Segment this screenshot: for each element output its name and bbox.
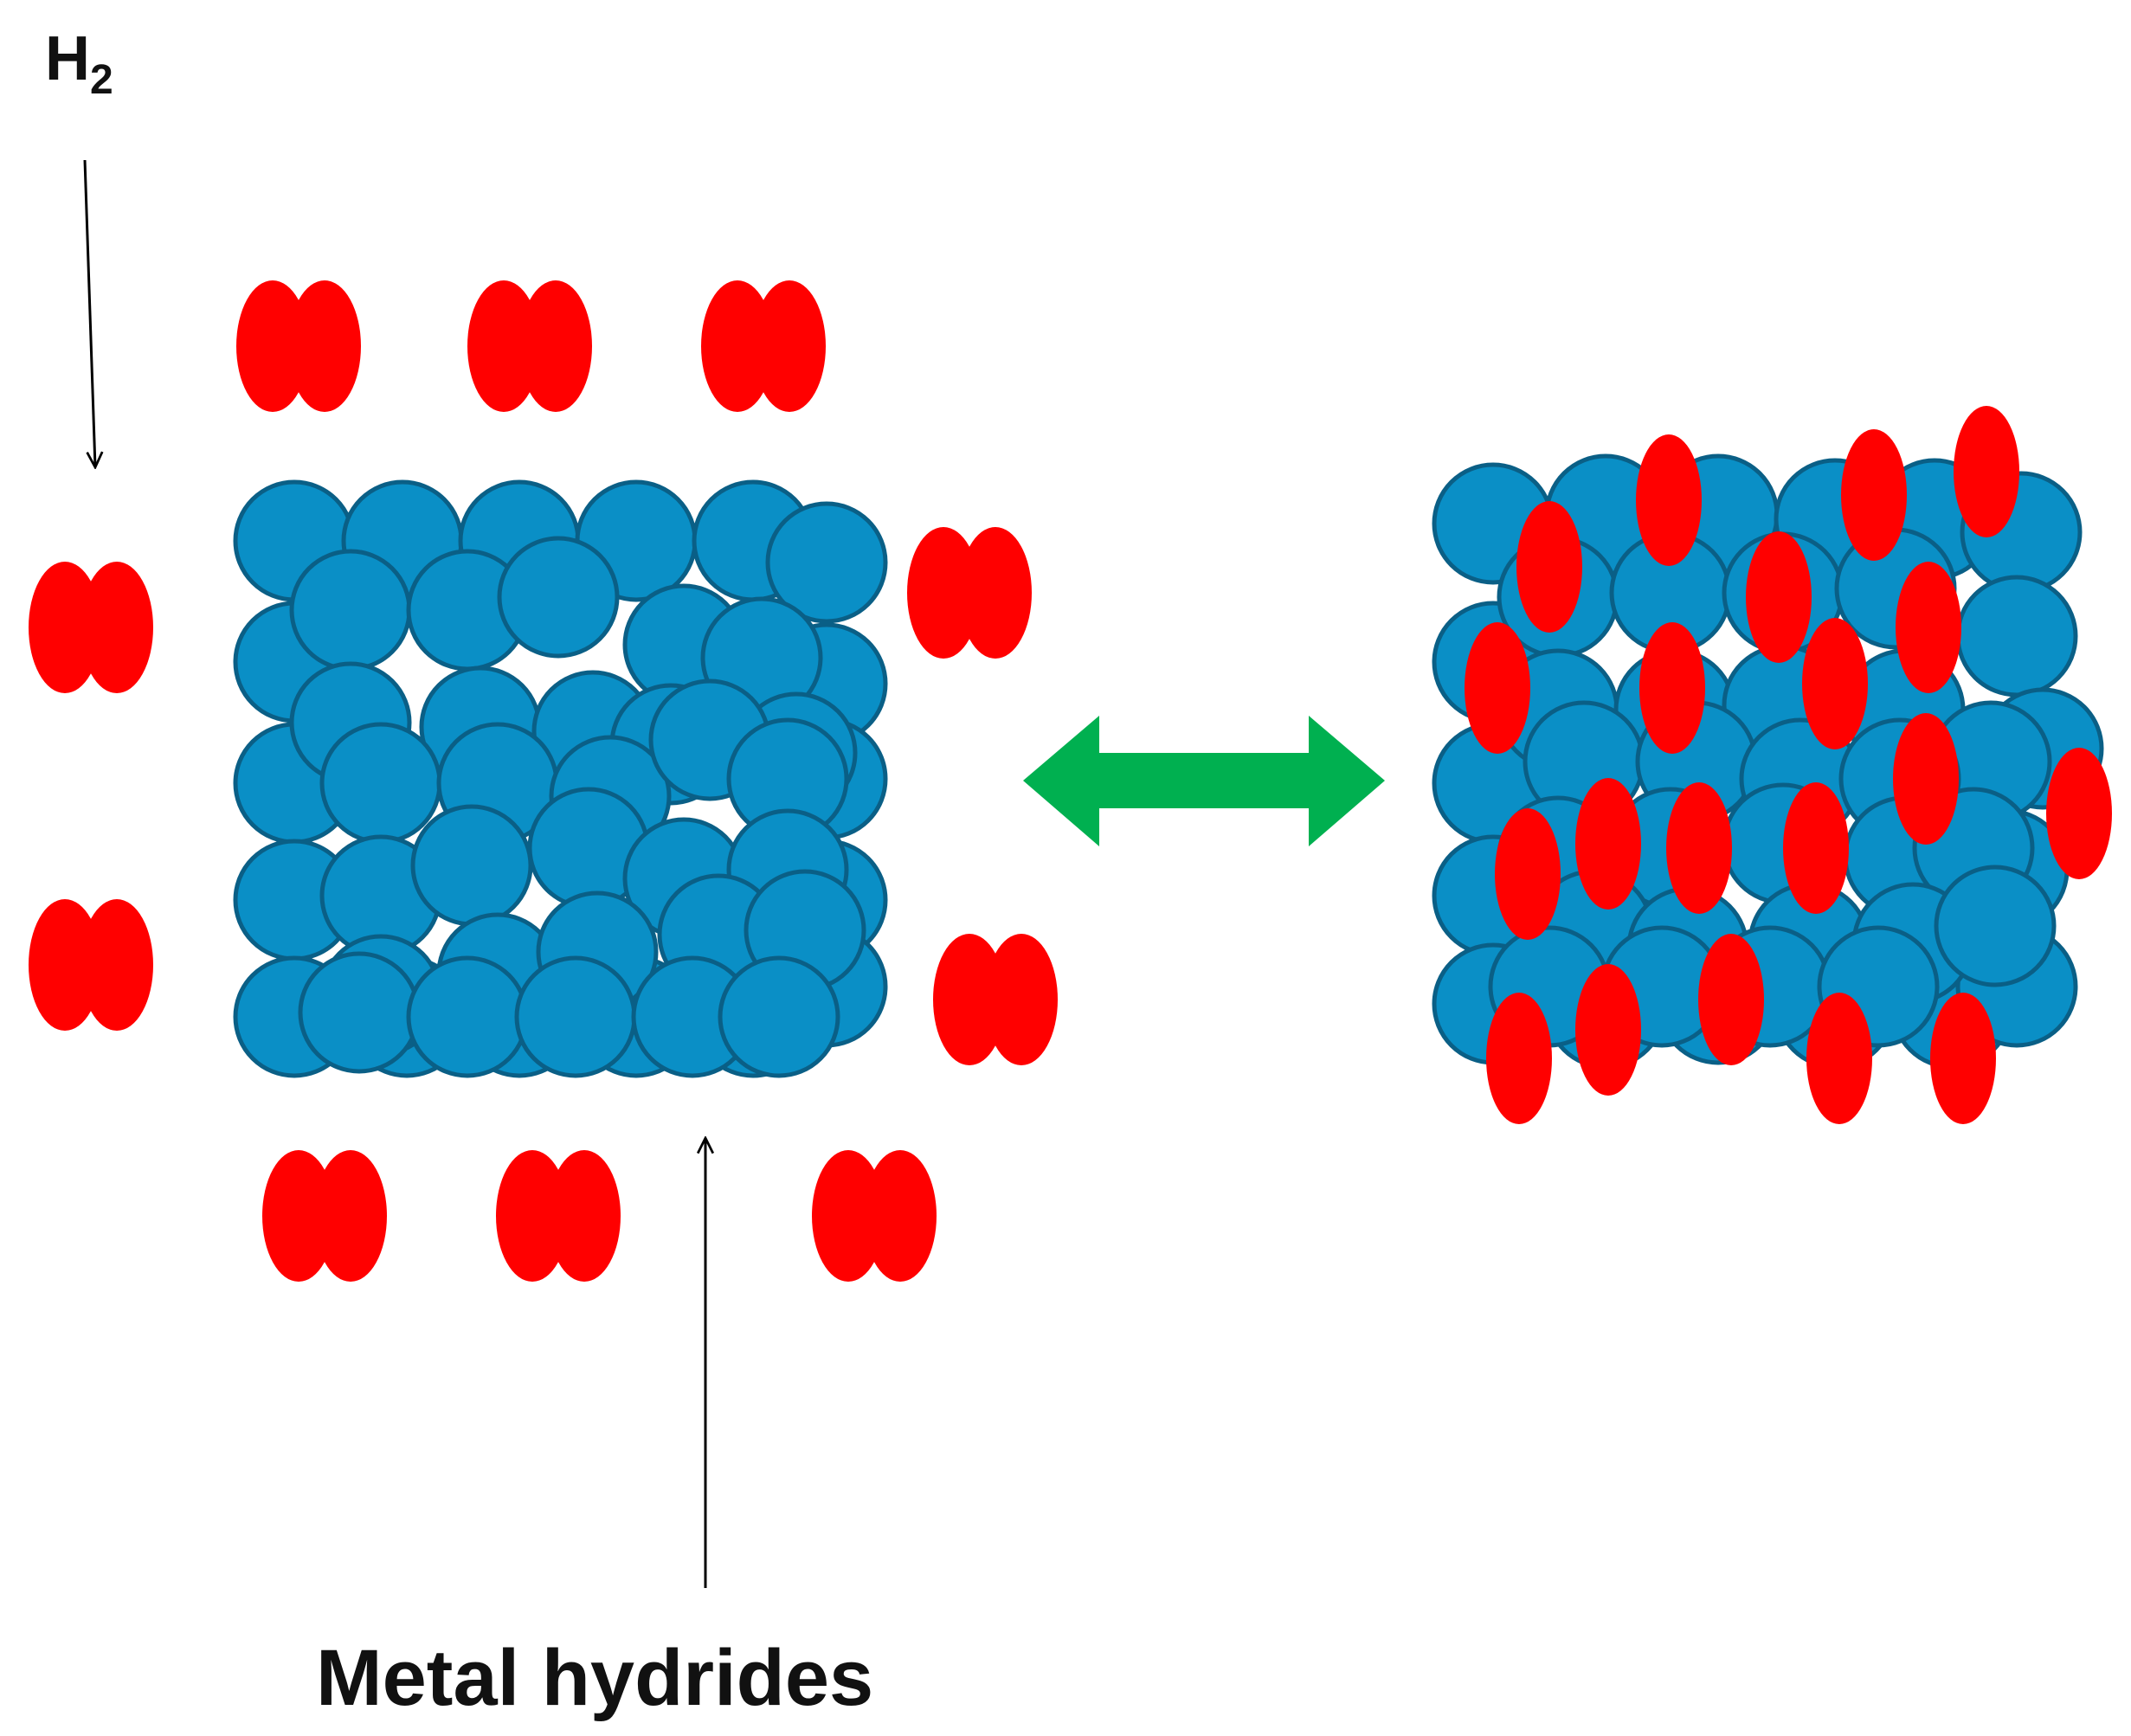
hydrogen-atom xyxy=(1666,782,1732,914)
absorbed-hydrogen-atoms-group xyxy=(1465,406,2112,1124)
h2-molecule-atom xyxy=(288,280,361,412)
h2-molecule-atom xyxy=(959,527,1032,659)
metal-lattice-left xyxy=(233,479,888,1078)
h2-molecule-atom xyxy=(262,1150,335,1282)
h2-molecule-atom xyxy=(864,1150,937,1282)
metal-atom xyxy=(514,955,637,1078)
hydrogen-atom xyxy=(1516,501,1582,633)
metal-atom xyxy=(289,549,412,672)
h2-molecule-atom xyxy=(467,280,540,412)
hydrogen-atom xyxy=(1575,964,1641,1096)
h2-label-main: H xyxy=(45,24,90,93)
hydrogen-atom xyxy=(1954,406,2019,537)
metal-atom xyxy=(765,501,888,624)
h2-label-subscript: 2 xyxy=(90,57,113,103)
metal-atom xyxy=(319,722,442,845)
h2-molecule-atom xyxy=(236,280,309,412)
hydrogen-atom xyxy=(1495,808,1561,940)
metal-hydrides-label: Metal hydrides xyxy=(316,1634,873,1722)
h2-molecule-atom xyxy=(80,562,153,693)
h2-molecule-atom xyxy=(29,899,101,1031)
hydrogen-atom xyxy=(1465,622,1530,754)
hydrogen-atom xyxy=(1896,562,1961,693)
hydrogen-atom xyxy=(1783,782,1849,914)
h2-molecule-atom xyxy=(985,934,1058,1065)
reversible-double-arrow xyxy=(1023,716,1385,846)
h2-molecule-atom xyxy=(812,1150,885,1282)
hydrogen-atom xyxy=(1893,713,1959,845)
h2-label: H2 xyxy=(45,24,113,103)
hydrogen-atom xyxy=(1698,934,1764,1065)
h2-molecule-atom xyxy=(701,280,774,412)
metal-atom xyxy=(298,951,421,1074)
hydrogen-atom xyxy=(1639,622,1705,754)
hydrogen-molecules-group xyxy=(29,280,1058,1282)
h2-molecule-atom xyxy=(933,934,1006,1065)
hydrogen-atom xyxy=(2046,748,2112,879)
h2-molecule-atom xyxy=(548,1150,621,1282)
hydrogen-atom xyxy=(1575,778,1641,910)
hydrogen-atom xyxy=(1486,993,1552,1124)
metal-atom xyxy=(410,804,533,927)
h2-molecule-atom xyxy=(496,1150,569,1282)
h2-molecule-atom xyxy=(80,899,153,1031)
metal-atom xyxy=(718,955,840,1078)
h2-molecule-atom xyxy=(907,527,980,659)
metal-atom xyxy=(1955,575,2078,698)
hydrogen-atom xyxy=(1930,993,1996,1124)
hydrogen-atom xyxy=(1806,993,1872,1124)
hydrogen-atom xyxy=(1636,434,1702,566)
metal-atom xyxy=(497,536,620,659)
h2-molecule-atom xyxy=(519,280,592,412)
metal-atom xyxy=(406,955,529,1078)
h2-molecule-atom xyxy=(753,280,826,412)
h2-pointer-arrow xyxy=(83,159,95,467)
metal-atom xyxy=(1934,865,2057,987)
hydrogen-atom xyxy=(1746,531,1812,663)
h2-molecule-atom xyxy=(29,562,101,693)
hydrogen-atom xyxy=(1802,618,1868,749)
h2-molecule-atom xyxy=(314,1150,387,1282)
hydrogen-atom xyxy=(1841,429,1907,561)
